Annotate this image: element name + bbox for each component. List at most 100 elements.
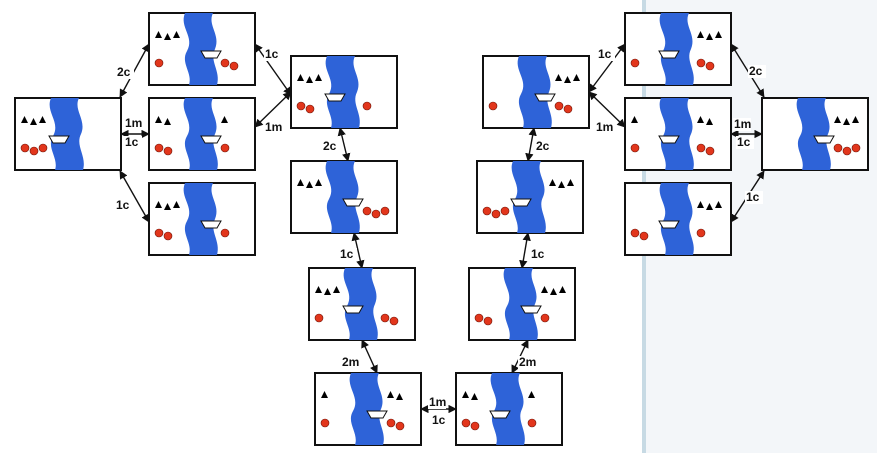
transition-arrow-s5-s6: [337, 127, 351, 162]
transition-label-bg: [264, 48, 282, 61]
transition-label-bg: [264, 121, 282, 134]
transition-label-bg: [322, 140, 340, 153]
cannibal-icon: [220, 143, 230, 153]
missionary-icon: [462, 391, 469, 398]
cannibal-icon: [488, 101, 498, 111]
cannibal-icon: [851, 143, 861, 153]
cannibal-icon: [229, 61, 239, 71]
missionary-icon: [315, 179, 322, 186]
cannibal-icon: [163, 146, 173, 156]
state-box-s1: [14, 97, 122, 171]
cannibal-icon: [705, 61, 715, 71]
transition-label-bg: [733, 118, 751, 131]
cannibal-icon: [483, 316, 493, 326]
cannibal-icon: [630, 143, 640, 153]
missionary-icon: [221, 116, 228, 123]
missionary-icon: [567, 179, 574, 186]
cannibal-icon: [461, 418, 471, 428]
missionary-icon: [155, 31, 162, 38]
missionary-icon: [834, 116, 841, 123]
missionary-icon: [324, 288, 331, 295]
missionary-icon: [155, 116, 162, 123]
boat-icon: [813, 135, 835, 144]
transition-label-bg: [124, 136, 142, 149]
cannibal-icon: [380, 313, 390, 323]
state-box-s9: [455, 372, 563, 446]
missionary-icon: [541, 286, 548, 293]
transition-label: 1c: [746, 190, 760, 204]
missionary-icon: [843, 118, 850, 125]
state-box-s2: [148, 12, 256, 86]
state-box-s15: [624, 182, 732, 256]
boat-icon: [658, 50, 680, 59]
transition-label: 1m: [265, 120, 282, 134]
cannibal-icon: [470, 421, 480, 431]
cannibal-icon: [696, 228, 706, 238]
transition-label: 2m: [519, 355, 536, 369]
state-box-s11: [476, 160, 584, 234]
state-box-s14: [624, 97, 732, 171]
missionary-icon: [558, 181, 565, 188]
boat-icon: [324, 93, 346, 102]
cannibal-icon: [305, 104, 315, 114]
missionary-icon: [21, 116, 28, 123]
cannibal-icon: [389, 316, 399, 326]
boat-icon: [520, 305, 542, 314]
cannibal-icon: [163, 231, 173, 241]
missionary-icon: [852, 116, 859, 123]
cannibal-icon: [320, 418, 330, 428]
missionary-icon: [39, 116, 46, 123]
missionary-icon: [321, 391, 328, 398]
river: [796, 98, 831, 170]
missionary-icon: [173, 31, 180, 38]
cannibal-icon: [705, 146, 715, 156]
river: [511, 161, 546, 233]
boat-icon: [342, 305, 364, 314]
river: [517, 56, 552, 128]
transition-label-bg: [431, 414, 449, 427]
cannibal-icon: [696, 58, 706, 68]
transition-label-bg: [736, 136, 754, 149]
cannibal-icon: [154, 58, 164, 68]
river: [325, 56, 360, 128]
cannibal-icon: [362, 206, 372, 216]
state-box-s8: [314, 372, 422, 446]
transition-label-bg: [428, 396, 446, 409]
cannibal-icon: [20, 143, 30, 153]
transition-label: 2c: [117, 65, 131, 79]
transition-arrow-s7-s8: [361, 339, 378, 374]
cannibal-icon: [371, 209, 381, 219]
transition-label-bg: [745, 191, 763, 204]
cannibal-icon: [380, 206, 390, 216]
missionary-icon: [697, 31, 704, 38]
missionary-icon: [396, 393, 403, 400]
transition-label-bg: [124, 117, 142, 130]
state-box-s7: [308, 267, 416, 341]
missionary-icon: [155, 201, 162, 208]
state-box-s10: [468, 267, 576, 341]
transition-label-bg: [748, 65, 766, 78]
river: [49, 98, 84, 170]
missionary-icon: [528, 391, 535, 398]
transition-label-bg: [341, 356, 359, 369]
transition-label-bg: [115, 199, 133, 212]
transition-label: 1c: [531, 247, 545, 261]
transition-label: 2c: [323, 139, 337, 153]
transition-arrow-s3-s5: [254, 91, 292, 128]
transition-label-bg: [530, 248, 548, 261]
river: [325, 161, 360, 233]
missionary-icon: [297, 179, 304, 186]
transition-label: 1m: [125, 116, 142, 130]
river: [503, 268, 538, 340]
state-box-s5: [290, 55, 398, 129]
missionary-icon: [706, 33, 713, 40]
state-box-s16: [761, 97, 869, 171]
missionary-icon: [315, 74, 322, 81]
missionary-icon: [30, 118, 37, 125]
cannibal-icon: [386, 418, 396, 428]
transition-label: 2m: [342, 355, 359, 369]
missionary-icon: [697, 201, 704, 208]
missionary-icon: [715, 31, 722, 38]
transition-label-bg: [518, 356, 536, 369]
